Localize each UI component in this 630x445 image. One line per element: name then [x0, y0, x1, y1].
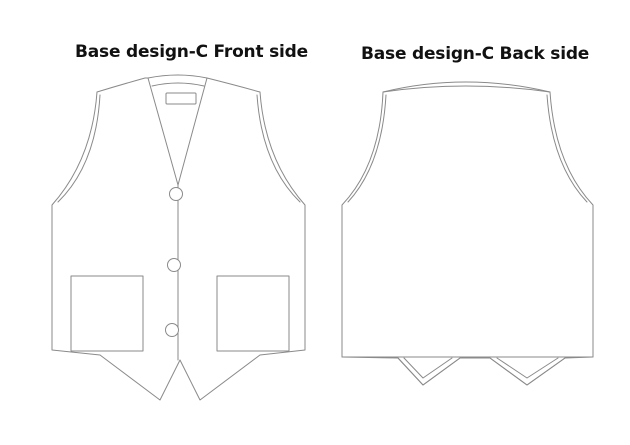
neck-label	[165, 92, 197, 105]
back-vest	[341, 81, 594, 386]
pocket-right	[216, 275, 290, 352]
back-armhole-left	[347, 94, 387, 203]
button-middle	[167, 258, 181, 272]
front-vest	[51, 74, 306, 401]
front-armhole-left	[57, 94, 101, 203]
front-armhole-right	[256, 94, 301, 203]
back-side-title: Base design-C Back side	[361, 44, 590, 64]
back-vest-body	[341, 81, 594, 386]
back-hem-left-point	[397, 357, 461, 386]
pocket-left	[70, 275, 144, 352]
back-hem-right-point	[489, 357, 566, 386]
back-hem-right-point-inner	[496, 357, 559, 379]
back-armhole-right	[546, 94, 588, 203]
front-side-title: Base design-C Front side	[75, 42, 308, 62]
front-collar-inner	[151, 82, 205, 87]
button-top	[169, 187, 183, 201]
button-bottom	[165, 323, 179, 337]
back-neckline	[382, 85, 551, 93]
front-collar	[147, 74, 208, 79]
back-hem-left-point-inner	[403, 357, 453, 379]
